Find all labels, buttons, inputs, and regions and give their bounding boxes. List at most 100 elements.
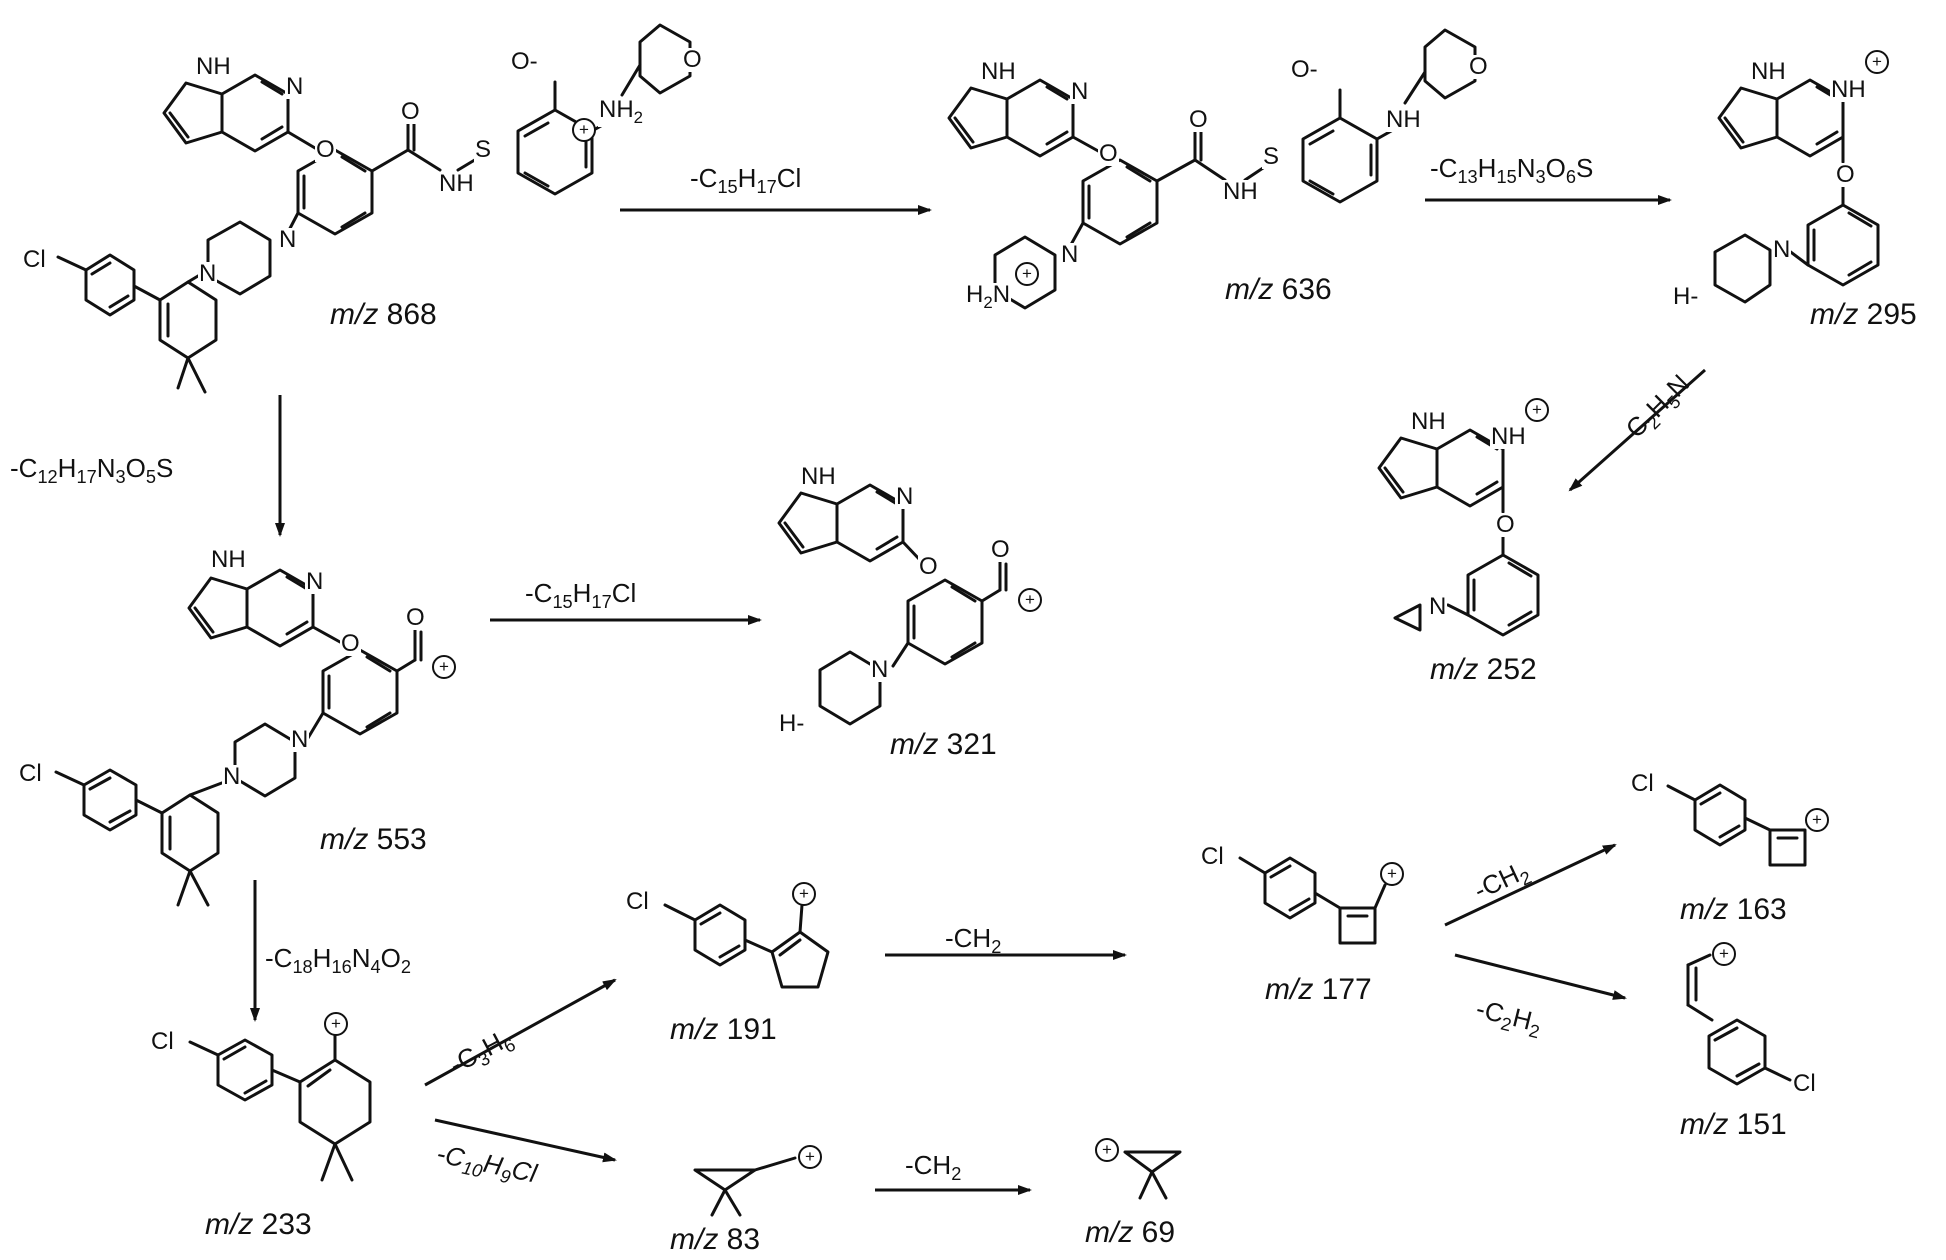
atom-o: O xyxy=(918,553,939,580)
arrow-233-to-191 xyxy=(424,978,617,1087)
loss-636-to-295: -C13H15N3O6S xyxy=(1430,153,1594,188)
atom-n: N xyxy=(895,483,915,510)
charge-icon: + xyxy=(324,1012,348,1036)
structure-191 xyxy=(663,903,830,989)
atom-cl: Cl xyxy=(1630,770,1655,797)
structure-163 xyxy=(1666,783,1807,867)
arrow-177-to-163 xyxy=(1444,843,1617,927)
charge-icon: + xyxy=(1380,862,1404,886)
atom-n: N xyxy=(222,763,242,790)
atom-s: S xyxy=(1262,143,1281,170)
atom-n: N xyxy=(285,73,305,100)
atom-nitro: O- xyxy=(510,48,539,75)
atom-n: N xyxy=(1428,593,1448,620)
structure-69 xyxy=(1123,1150,1182,1200)
label-mz-191: m/z 191 xyxy=(670,1013,777,1046)
atom-nh: NH xyxy=(1385,106,1422,133)
label-mz-636: m/z 636 xyxy=(1225,273,1332,306)
atom-o: O xyxy=(400,98,421,125)
atom-n: N xyxy=(1772,236,1792,263)
label-mz-868: m/z 868 xyxy=(330,298,437,331)
atom-o: O xyxy=(405,604,426,631)
atom-nitro: O- xyxy=(1290,56,1319,83)
loss-83-to-69: -CH2 xyxy=(905,1150,962,1185)
atom-n: N xyxy=(1060,241,1080,268)
charge-icon: + xyxy=(1865,50,1889,74)
label-mz-177: m/z 177 xyxy=(1265,973,1372,1006)
atom-nh: NH xyxy=(1750,58,1787,85)
label-mz-83: m/z 83 xyxy=(670,1223,761,1256)
structure-321 xyxy=(777,483,1008,726)
arrow-295-to-252 xyxy=(1568,368,1706,492)
label-mz-553: m/z 553 xyxy=(320,823,427,856)
atom-cl: Cl xyxy=(625,888,650,915)
atom-h-n: H- xyxy=(1672,283,1700,310)
structure-868 xyxy=(56,23,692,394)
charge-icon: + xyxy=(1095,1138,1119,1162)
loss-553-to-321: -C15H17Cl xyxy=(525,578,637,613)
atom-cl: Cl xyxy=(150,1028,175,1055)
atom-cl: Cl xyxy=(22,246,47,273)
charge-icon: + xyxy=(798,1145,822,1169)
atom-nh: NH xyxy=(1222,178,1259,205)
atom-nh: NH xyxy=(1830,76,1867,103)
label-mz-295: m/z 295 xyxy=(1810,298,1917,331)
charge-icon: + xyxy=(792,882,816,906)
label-mz-233: m/z 233 xyxy=(205,1208,312,1241)
atom-o: O xyxy=(1098,140,1119,167)
label-mz-69: m/z 69 xyxy=(1085,1216,1176,1249)
loss-868-to-553: -C12H17N3O5S xyxy=(10,453,174,488)
atom-n: N xyxy=(198,260,218,287)
label-mz-321: m/z 321 xyxy=(890,728,997,761)
atom-cl: Cl xyxy=(1200,843,1225,870)
atom-cl: Cl xyxy=(18,760,43,787)
structure-233 xyxy=(188,1033,372,1182)
structure-151 xyxy=(1686,953,1792,1086)
atom-o: O xyxy=(990,536,1011,563)
atom-n: N xyxy=(870,656,890,683)
loss-191-to-177: -CH2 xyxy=(945,923,1002,958)
charge-icon: + xyxy=(572,118,596,142)
charge-icon: + xyxy=(1525,398,1549,422)
atom-nh2: NH2 xyxy=(598,96,645,127)
atom-n: N xyxy=(305,568,325,595)
charge-icon: + xyxy=(1712,942,1736,966)
charge-icon: + xyxy=(432,655,456,679)
atom-nh: NH xyxy=(195,53,232,80)
atom-o: O xyxy=(315,136,336,163)
loss-868-to-636: -C15H17Cl xyxy=(690,163,802,198)
atom-nh: NH xyxy=(1490,423,1527,450)
label-mz-252: m/z 252 xyxy=(1430,653,1537,686)
label-mz-163: m/z 163 xyxy=(1680,893,1787,926)
structure-177 xyxy=(1238,856,1387,945)
atom-h2n: H2N xyxy=(965,281,1012,312)
atom-nh: NH xyxy=(1410,408,1447,435)
arrow-233-to-83 xyxy=(434,1118,617,1163)
atom-nh: NH xyxy=(800,463,837,490)
atom-nh: NH xyxy=(210,546,247,573)
atom-cl: Cl xyxy=(1792,1070,1817,1097)
atom-o: O xyxy=(1188,106,1209,133)
label-mz-151: m/z 151 xyxy=(1680,1108,1787,1141)
atom-h-n: H- xyxy=(778,710,806,737)
atom-s: S xyxy=(474,136,493,163)
atom-o: O xyxy=(682,46,703,73)
structure-252 xyxy=(1377,428,1540,637)
arrow-177-to-151 xyxy=(1454,953,1627,1000)
atom-o: O xyxy=(1495,511,1516,538)
atom-n: N xyxy=(1070,78,1090,105)
charge-icon: + xyxy=(1015,262,1039,286)
atom-n: N xyxy=(290,726,310,753)
charge-icon: + xyxy=(1805,808,1829,832)
atom-o: O xyxy=(1835,161,1856,188)
atom-o: O xyxy=(340,630,361,657)
structure-83 xyxy=(693,1156,797,1217)
structure-295 xyxy=(1713,78,1880,304)
loss-553-to-233: -C18H16N4O2 xyxy=(265,943,411,978)
charge-icon: + xyxy=(1018,588,1042,612)
reaction-arrows xyxy=(250,195,1706,1195)
atom-o: O xyxy=(1468,53,1489,80)
atom-nh: NH xyxy=(980,58,1017,85)
atom-n: N xyxy=(278,226,298,253)
